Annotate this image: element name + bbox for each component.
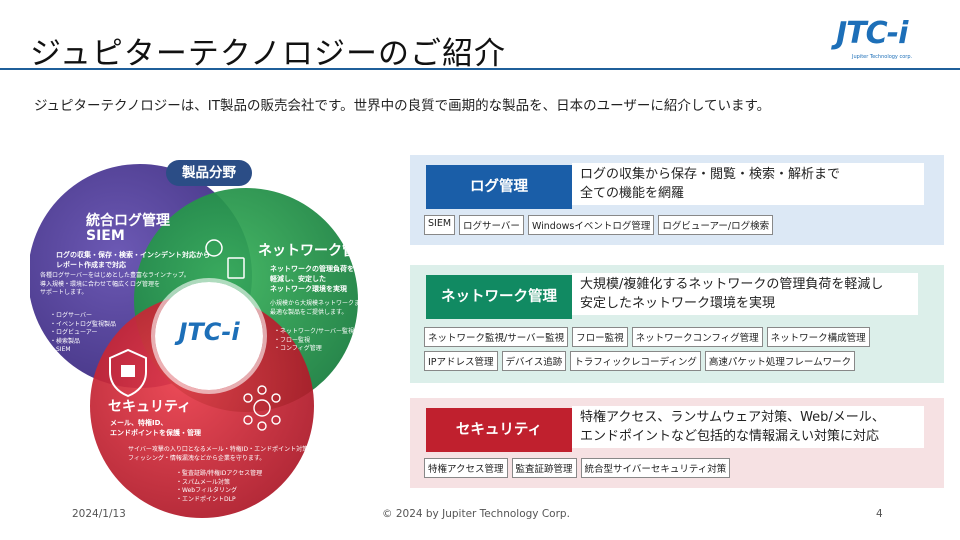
security-lead: メール、特権ID、エンドポイントを保護・管理 <box>110 419 201 437</box>
intro-text: ジュピターテクノロジーは、IT製品の販売会社です。世界中の良質で画期的な製品を、… <box>34 98 771 114</box>
company-logo: JTC-i Jupiter Technology corp. <box>836 16 918 60</box>
network-management-heading: ネットワーク管理 <box>426 275 572 319</box>
tag-device-tracking: デバイス追跡 <box>501 351 567 371</box>
network-heading: ネットワーク管理 <box>258 243 370 259</box>
network-items: ・ネットワーク/サーバー監視・フロー監視・コンフィグ管理 <box>274 328 354 352</box>
tag-log-viewer: ログビューアー/ログ検索 <box>658 215 774 235</box>
page-number: 4 <box>876 508 883 520</box>
log-management-heading: ログ管理 <box>426 165 572 209</box>
network-body: 小規模から大規模ネットワークまで最適な製品をご提供します。 <box>270 300 367 316</box>
lock-icon <box>109 348 147 398</box>
log-heading-2: SIEM <box>86 228 125 244</box>
security-body: サイバー攻撃の入り口となるメール・特権ID・エンドポイント対策、フィッシング・情… <box>128 446 315 462</box>
log-items: ・ログサーバー・イベントログ監視製品・ログビューアー・検索製品・SIEM <box>50 312 117 353</box>
tag-audit-trail: 監査証跡管理 <box>511 458 577 478</box>
security-items: ・監査証跡/特権IDアクセス管理・スパムメール対策・Webフィルタリング・エンド… <box>176 470 263 503</box>
footer-copyright: © 2024 by Jupiter Technology Corp. <box>382 508 570 520</box>
tag-log-server: ログサーバー <box>459 215 524 235</box>
network-devices-icon <box>243 385 281 431</box>
product-field-badge: 製品分野 <box>166 160 252 186</box>
tag-network-server-monitoring: ネットワーク監視/サーバー監視 <box>424 327 569 347</box>
log-management-tags: SIEM ログサーバー Windowsイベントログ管理 ログビューアー/ログ検索 <box>424 215 924 235</box>
log-management-desc: ログの収集から保存・閲覧・検索・解析まで全ての機能を網羅 <box>572 163 924 205</box>
tag-network-config: ネットワークコンフィグ管理 <box>631 327 763 347</box>
security-panel-tags: 特権アクセス管理 監査証跡管理 統合型サイバーセキュリティ対策 <box>424 458 924 478</box>
footer-date: 2024/1/13 <box>72 508 126 520</box>
network-management-desc: 大規模/複雑化するネットワークの管理負荷を軽減し安定したネットワーク環境を実現 <box>572 273 918 315</box>
network-lead: ネットワークの管理負荷を軽減し、安定したネットワーク環境を実現 <box>270 265 354 293</box>
center-logo: JTC-i <box>178 318 240 346</box>
log-management-panel: ログ管理 ログの収集から保存・閲覧・検索・解析まで全ての機能を網羅 SIEM ロ… <box>410 155 944 245</box>
logo-text: JTC-i <box>836 16 908 51</box>
tag-packet-framework: 高速パケット処理フレームワーク <box>704 351 856 371</box>
security-panel-desc: 特権アクセス、ランサムウェア対策、Web/メール、エンドポイントなど包括的な情報… <box>572 406 924 448</box>
document-icon <box>205 239 245 279</box>
tag-ip-address: IPアドレス管理 <box>424 351 498 371</box>
product-field-diagram <box>30 164 358 518</box>
security-panel: セキュリティ 特権アクセス、ランサムウェア対策、Web/メール、エンドポイントな… <box>410 398 944 488</box>
center-white-disc <box>155 282 263 390</box>
tag-siem: SIEM <box>424 215 456 235</box>
log-body: 各種ログサーバーをはじめとした豊富なラインナップ。導入規模・環境に合わせて幅広く… <box>40 272 190 296</box>
log-heading-1: 統合ログ管理 <box>86 213 170 229</box>
logo-subtext: Jupiter Technology corp. <box>852 54 913 60</box>
tag-integrated-security: 統合型サイバーセキュリティ対策 <box>580 458 731 478</box>
network-management-tags: ネットワーク監視/サーバー監視 フロー監視 ネットワークコンフィグ管理 ネットワ… <box>424 327 924 371</box>
tag-traffic-recording: トラフィックレコーディング <box>570 351 701 371</box>
log-lead: ログの収集・保存・検索・インシデント対応からレポート作成まで対応 <box>56 251 210 269</box>
network-management-panel: ネットワーク管理 大規模/複雑化するネットワークの管理負荷を軽減し安定したネット… <box>410 265 944 383</box>
tag-privileged-access: 特権アクセス管理 <box>424 458 508 478</box>
security-heading: セキュリティ <box>108 399 192 415</box>
tag-flow-monitoring: フロー監視 <box>572 327 628 347</box>
title-divider <box>0 68 960 70</box>
tag-network-topology: ネットワーク構成管理 <box>766 327 870 347</box>
tag-windows-eventlog: Windowsイベントログ管理 <box>527 215 655 235</box>
page-title: ジュピターテクノロジーのご紹介 <box>30 36 506 72</box>
security-panel-heading: セキュリティ <box>426 408 572 452</box>
